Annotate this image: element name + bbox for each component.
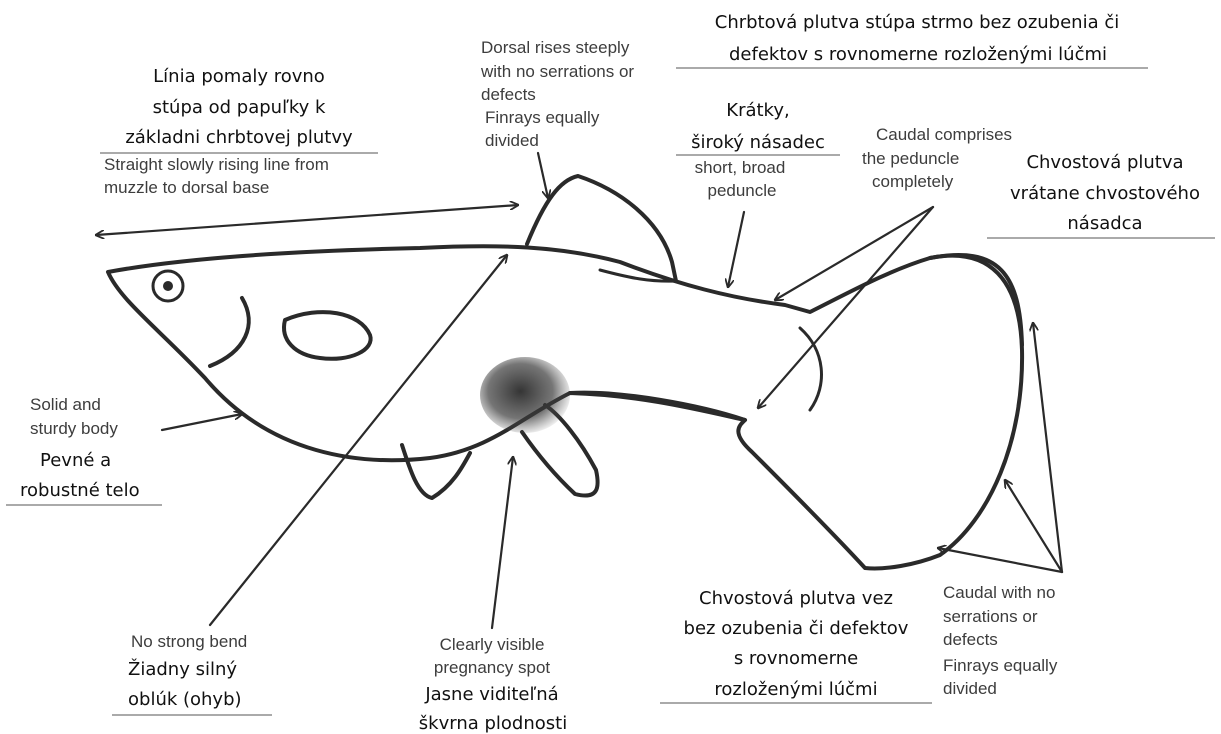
body-sk-line-2: robustné telo bbox=[20, 480, 140, 501]
caudal-ped-en-line-1: Caudal comprises bbox=[876, 125, 1012, 144]
caudal-ped-en-line-3: completely bbox=[872, 172, 954, 191]
eye-pupil bbox=[163, 281, 173, 291]
peduncle-en-line-1: short, broad bbox=[695, 158, 786, 177]
line-sk-line-2: stúpa od papuľky k bbox=[153, 97, 326, 118]
line-sk-line-1: Línia pomaly rovno bbox=[153, 66, 325, 87]
body-en-line-1: Solid and bbox=[30, 395, 101, 414]
label-peduncle: Krátky, široký násadec short, broad pedu… bbox=[691, 100, 825, 200]
label-caudal-en: Caudal with no serrations or defects Fin… bbox=[943, 583, 1058, 698]
caudal-en-line-4: Finrays equally bbox=[943, 656, 1058, 675]
spot-en-line-2: pregnancy spot bbox=[434, 658, 551, 677]
peduncle-en-line-2: peduncle bbox=[707, 181, 776, 200]
caudal-ped-sk-line-1: Chvostová plutva bbox=[1026, 152, 1183, 173]
spot-sk-line-2: škvrna plodnosti bbox=[419, 713, 567, 734]
pectoral-fin bbox=[284, 312, 371, 359]
label-no-bend: No strong bend Žiadny silný oblúk (ohyb) bbox=[128, 632, 247, 710]
spot-sk-line-1: Jasne viditeľná bbox=[424, 684, 558, 705]
caudal-ped-en-line-2: the peduncle bbox=[862, 149, 959, 168]
caudal-peduncle-arrow-2 bbox=[758, 207, 933, 408]
line-sk-line-3: základni chrbtovej plutvy bbox=[125, 127, 353, 148]
dorsal-arrow bbox=[538, 153, 548, 198]
caudal-sk-line-3: s rovnomerne bbox=[734, 648, 858, 669]
caudal-sk-line-1: Chvostová plutva vez bbox=[699, 588, 893, 609]
dorsal-en-line-4: Finrays equally bbox=[485, 108, 600, 127]
line-en-line-1: Straight slowly rising line from bbox=[104, 155, 329, 174]
body-sk-line-1: Pevné a bbox=[40, 450, 111, 471]
caudal-arrow-3 bbox=[938, 548, 1062, 572]
bend-en-line-1: No strong bend bbox=[131, 632, 247, 651]
dorsal-sk-line-1: Chrbtová plutva stúpa strmo bez ozubenia… bbox=[715, 12, 1119, 33]
body-arrow bbox=[162, 414, 242, 430]
dorsal-fin bbox=[527, 176, 676, 281]
peduncle-sk-line-1: Krátky, bbox=[726, 100, 789, 121]
muzzle-to-dorsal-arrow bbox=[96, 205, 518, 235]
caudal-en-line-3: defects bbox=[943, 630, 998, 649]
label-body: Solid and sturdy body Pevné a robustné t… bbox=[20, 395, 140, 501]
body-en-line-2: sturdy body bbox=[30, 419, 118, 438]
gill-arc bbox=[210, 298, 249, 366]
caudal-en-line-2: serrations or bbox=[943, 607, 1038, 626]
peduncle-sk-line-2: široký násadec bbox=[691, 132, 825, 153]
tail-fin-outline bbox=[930, 255, 1022, 345]
caudal-en-line-1: Caudal with no bbox=[943, 583, 1055, 602]
caudal-arrow-1 bbox=[1033, 323, 1062, 572]
label-caudal-peduncle-sk: Chvostová plutva vrátane chvostového nás… bbox=[1010, 152, 1200, 234]
bend-sk-line-1: Žiadny silný bbox=[128, 658, 237, 680]
spot-en-line-1: Clearly visible bbox=[440, 635, 545, 654]
caudal-en-line-5: divided bbox=[943, 679, 997, 698]
label-line-en: Straight slowly rising line from muzzle … bbox=[104, 155, 329, 197]
bend-sk-line-2: oblúk (ohyb) bbox=[128, 689, 242, 710]
no-bend-arrow bbox=[210, 255, 507, 625]
caudal-sk-line-2: bez ozubenia či defektov bbox=[684, 618, 909, 639]
label-dorsal-sk: Chrbtová plutva stúpa strmo bez ozubenia… bbox=[715, 12, 1119, 65]
spot-arrow bbox=[492, 457, 513, 628]
label-dorsal-en: Dorsal rises steeply with no serrations … bbox=[480, 38, 634, 150]
caudal-peduncle-arrow-1 bbox=[775, 207, 933, 300]
label-caudal-sk: Chvostová plutva vez bez ozubenia či def… bbox=[684, 588, 909, 700]
label-caudal-peduncle-en: Caudal comprises the peduncle completely bbox=[862, 125, 1012, 191]
dorsal-sk-line-2: defektov s rovnomerne rozloženými lúčmi bbox=[729, 44, 1107, 65]
annotation-arrows bbox=[96, 153, 1062, 628]
caudal-ped-sk-line-2: vrátane chvostového bbox=[1010, 183, 1200, 204]
dorsal-en-line-2: with no serrations or bbox=[480, 62, 634, 81]
label-line-sk: Línia pomaly rovno stúpa od papuľky k zá… bbox=[125, 66, 353, 148]
dorsal-en-line-1: Dorsal rises steeply bbox=[481, 38, 630, 57]
label-spot: Clearly visible pregnancy spot Jasne vid… bbox=[419, 635, 567, 734]
caudal-ped-sk-line-3: násadca bbox=[1067, 213, 1142, 234]
caudal-sk-line-4: rozloženými lúčmi bbox=[714, 679, 877, 700]
line-en-line-2: muzzle to dorsal base bbox=[104, 178, 269, 197]
dorsal-en-line-3: defects bbox=[481, 85, 536, 104]
pregnancy-spot bbox=[480, 357, 570, 433]
dorsal-en-line-5: divided bbox=[485, 131, 539, 150]
peduncle-arrow bbox=[728, 212, 744, 287]
